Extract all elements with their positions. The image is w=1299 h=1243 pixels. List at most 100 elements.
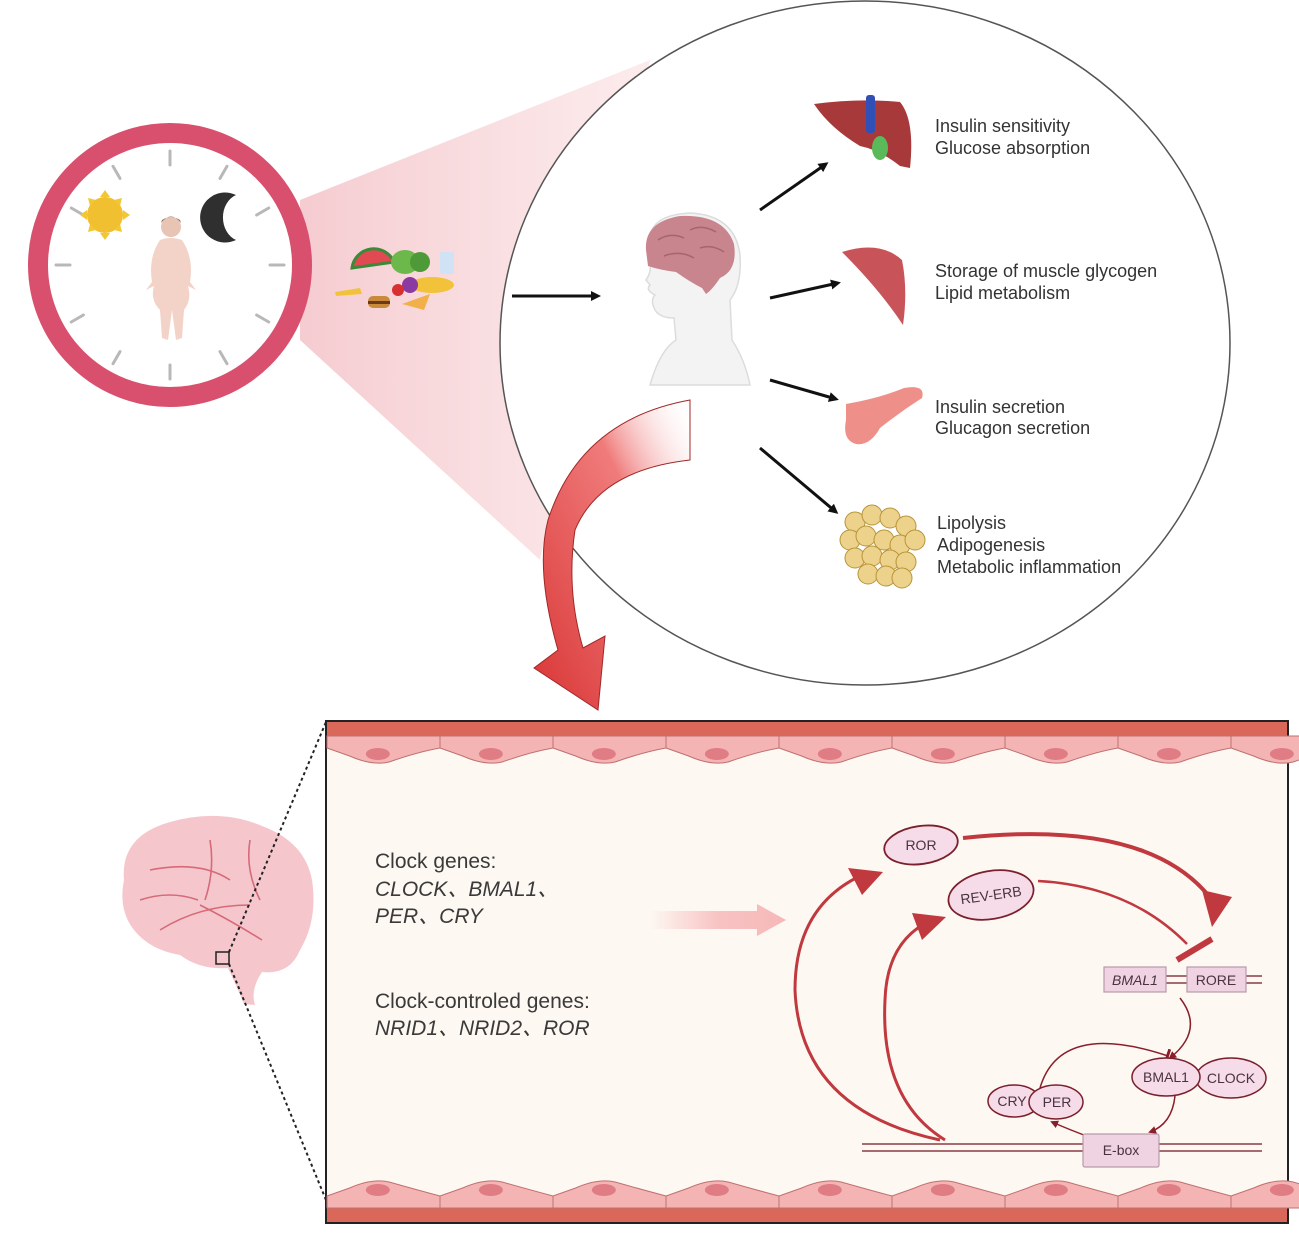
feedback-arrows	[793, 832, 1232, 1142]
sun-icon	[80, 190, 130, 240]
cell-nucleus	[1156, 1184, 1181, 1196]
ror-label: ROR	[905, 837, 936, 853]
circadian-clock	[28, 123, 312, 407]
reverb-inhibits-rore	[1037, 879, 1188, 945]
human-head-brain-icon	[645, 212, 751, 386]
pancreas-effects: Insulin secretion Glucagon secretion	[935, 397, 1090, 438]
cell-nucleus	[704, 1184, 729, 1196]
cell-nucleus	[365, 748, 390, 760]
clock-genes-title: Clock genes:	[375, 850, 496, 873]
reverb-node: REV-ERB	[947, 869, 1035, 921]
adipose-effect-3: Metabolic inflammation	[937, 557, 1121, 577]
clock-tick	[69, 206, 85, 217]
obese-person-icon	[146, 216, 196, 340]
fat-cell	[861, 545, 883, 567]
reverb-arrowhead	[912, 913, 946, 940]
cell-nucleus	[1043, 1184, 1068, 1196]
muscle-effect-1: Storage of muscle glycogen	[935, 261, 1157, 281]
fat-cell	[855, 525, 877, 547]
fat-cell	[861, 504, 883, 526]
liver-icon	[814, 95, 912, 168]
brain-to-muscle-arrow	[769, 279, 841, 300]
cell-nucleus	[591, 748, 616, 760]
fat-cell	[891, 567, 913, 589]
clock-tick	[111, 164, 122, 180]
fat-cell	[857, 563, 879, 585]
ccg-list: NRID1、NRID2、ROR	[375, 1017, 590, 1040]
fat-cell	[904, 529, 926, 551]
cell-nucleus	[930, 1184, 955, 1196]
cell-nucleus	[1269, 1184, 1294, 1196]
rore-box: RORE	[1186, 966, 1247, 993]
zoom-circle	[499, 0, 1231, 686]
ror-activates-rore-arrow	[962, 832, 1214, 902]
brain-to-pancreas-arrow	[769, 378, 839, 402]
ebox-to-ror-arrow	[793, 876, 941, 1142]
cell-nucleus	[704, 748, 729, 760]
reverb-inhibition-bar	[1175, 936, 1214, 963]
clock-tick	[69, 313, 85, 324]
liver-effects: Insulin sensitivity Glucose absorption	[935, 116, 1090, 158]
genes-to-loop-arrow	[650, 904, 786, 936]
cell-nucleus	[817, 748, 842, 760]
clock-tick	[218, 350, 229, 366]
bmal1-node: BMAL1	[1131, 1057, 1201, 1097]
pancreas-effect-1: Insulin secretion	[935, 397, 1065, 417]
clock-ticks	[54, 149, 286, 381]
clock-tick	[218, 164, 229, 180]
muscle-effects: Storage of muscle glycogen Lipid metabol…	[935, 261, 1157, 303]
clock-tick	[255, 206, 271, 217]
ebox-to-reverb-arrow	[883, 918, 946, 1142]
vessel-wall-top	[327, 722, 1287, 736]
ror-node: ROR	[883, 824, 959, 866]
muscle-effect-2: Lipid metabolism	[935, 283, 1070, 303]
food-icon	[335, 247, 454, 310]
per-label: PER	[1043, 1094, 1072, 1110]
ror-rore-arrowhead	[1202, 890, 1232, 927]
ebox-label: E-box	[1103, 1142, 1140, 1158]
cell-nucleus	[1269, 748, 1294, 760]
brain-to-adipose-arrow	[759, 446, 839, 514]
cell-nucleus	[365, 1184, 390, 1196]
liver-effect-2: Glucose absorption	[935, 138, 1090, 158]
endothelium-top	[326, 735, 1299, 764]
liver-effect-1: Insulin sensitivity	[935, 116, 1070, 136]
zoom-line-bottom	[228, 963, 327, 1201]
cell-nucleus	[478, 748, 503, 760]
transition-arrow	[533, 399, 691, 711]
ror-arrowhead	[848, 868, 883, 895]
muscle-icon	[842, 247, 906, 325]
rore-label: RORE	[1196, 972, 1236, 988]
brain-to-liver-arrow	[759, 162, 829, 212]
clock-label: CLOCK	[1207, 1070, 1256, 1086]
ebox-box: E-box	[1082, 1133, 1160, 1168]
adipose-effect-2: Adipogenesis	[937, 535, 1045, 555]
brain-icon	[122, 815, 314, 1005]
endothelium-bottom	[326, 1180, 1299, 1209]
pancreas-effect-2: Glucagon secretion	[935, 418, 1090, 438]
cell-nucleus	[478, 1184, 503, 1196]
clock-genes-list-2: PER、CRY	[375, 905, 485, 928]
bmal1clock-to-ebox	[1148, 1095, 1176, 1134]
cell-nucleus	[1156, 748, 1181, 760]
bmal1-label: BMAL1	[1143, 1069, 1189, 1085]
moon-icon	[200, 192, 236, 243]
pancreas-icon	[845, 387, 923, 445]
clock-tick	[111, 350, 122, 366]
vessel-wall-bottom	[327, 1208, 1287, 1222]
adipose-effect-1: Lipolysis	[937, 513, 1006, 533]
cryper-inhibits-bmal1clock	[1039, 1042, 1172, 1089]
per-node: PER	[1028, 1084, 1084, 1120]
clock-genes-list-1: CLOCK、BMAL1、	[375, 878, 558, 901]
adipose-effects: Lipolysis Adipogenesis Metabolic inflamm…	[937, 513, 1121, 577]
bmal1-gene-box: BMAL1	[1103, 966, 1167, 993]
cell-nucleus	[591, 1184, 616, 1196]
adipose-tissue-icon	[839, 504, 926, 589]
cry-label: CRY	[997, 1093, 1027, 1109]
cell-nucleus	[1043, 748, 1068, 760]
bmal1-gene-label: BMAL1	[1112, 972, 1158, 988]
clock-node: CLOCK	[1195, 1057, 1267, 1099]
cell-nucleus	[817, 1184, 842, 1196]
ccg-title: Clock-controled genes:	[375, 990, 590, 1013]
